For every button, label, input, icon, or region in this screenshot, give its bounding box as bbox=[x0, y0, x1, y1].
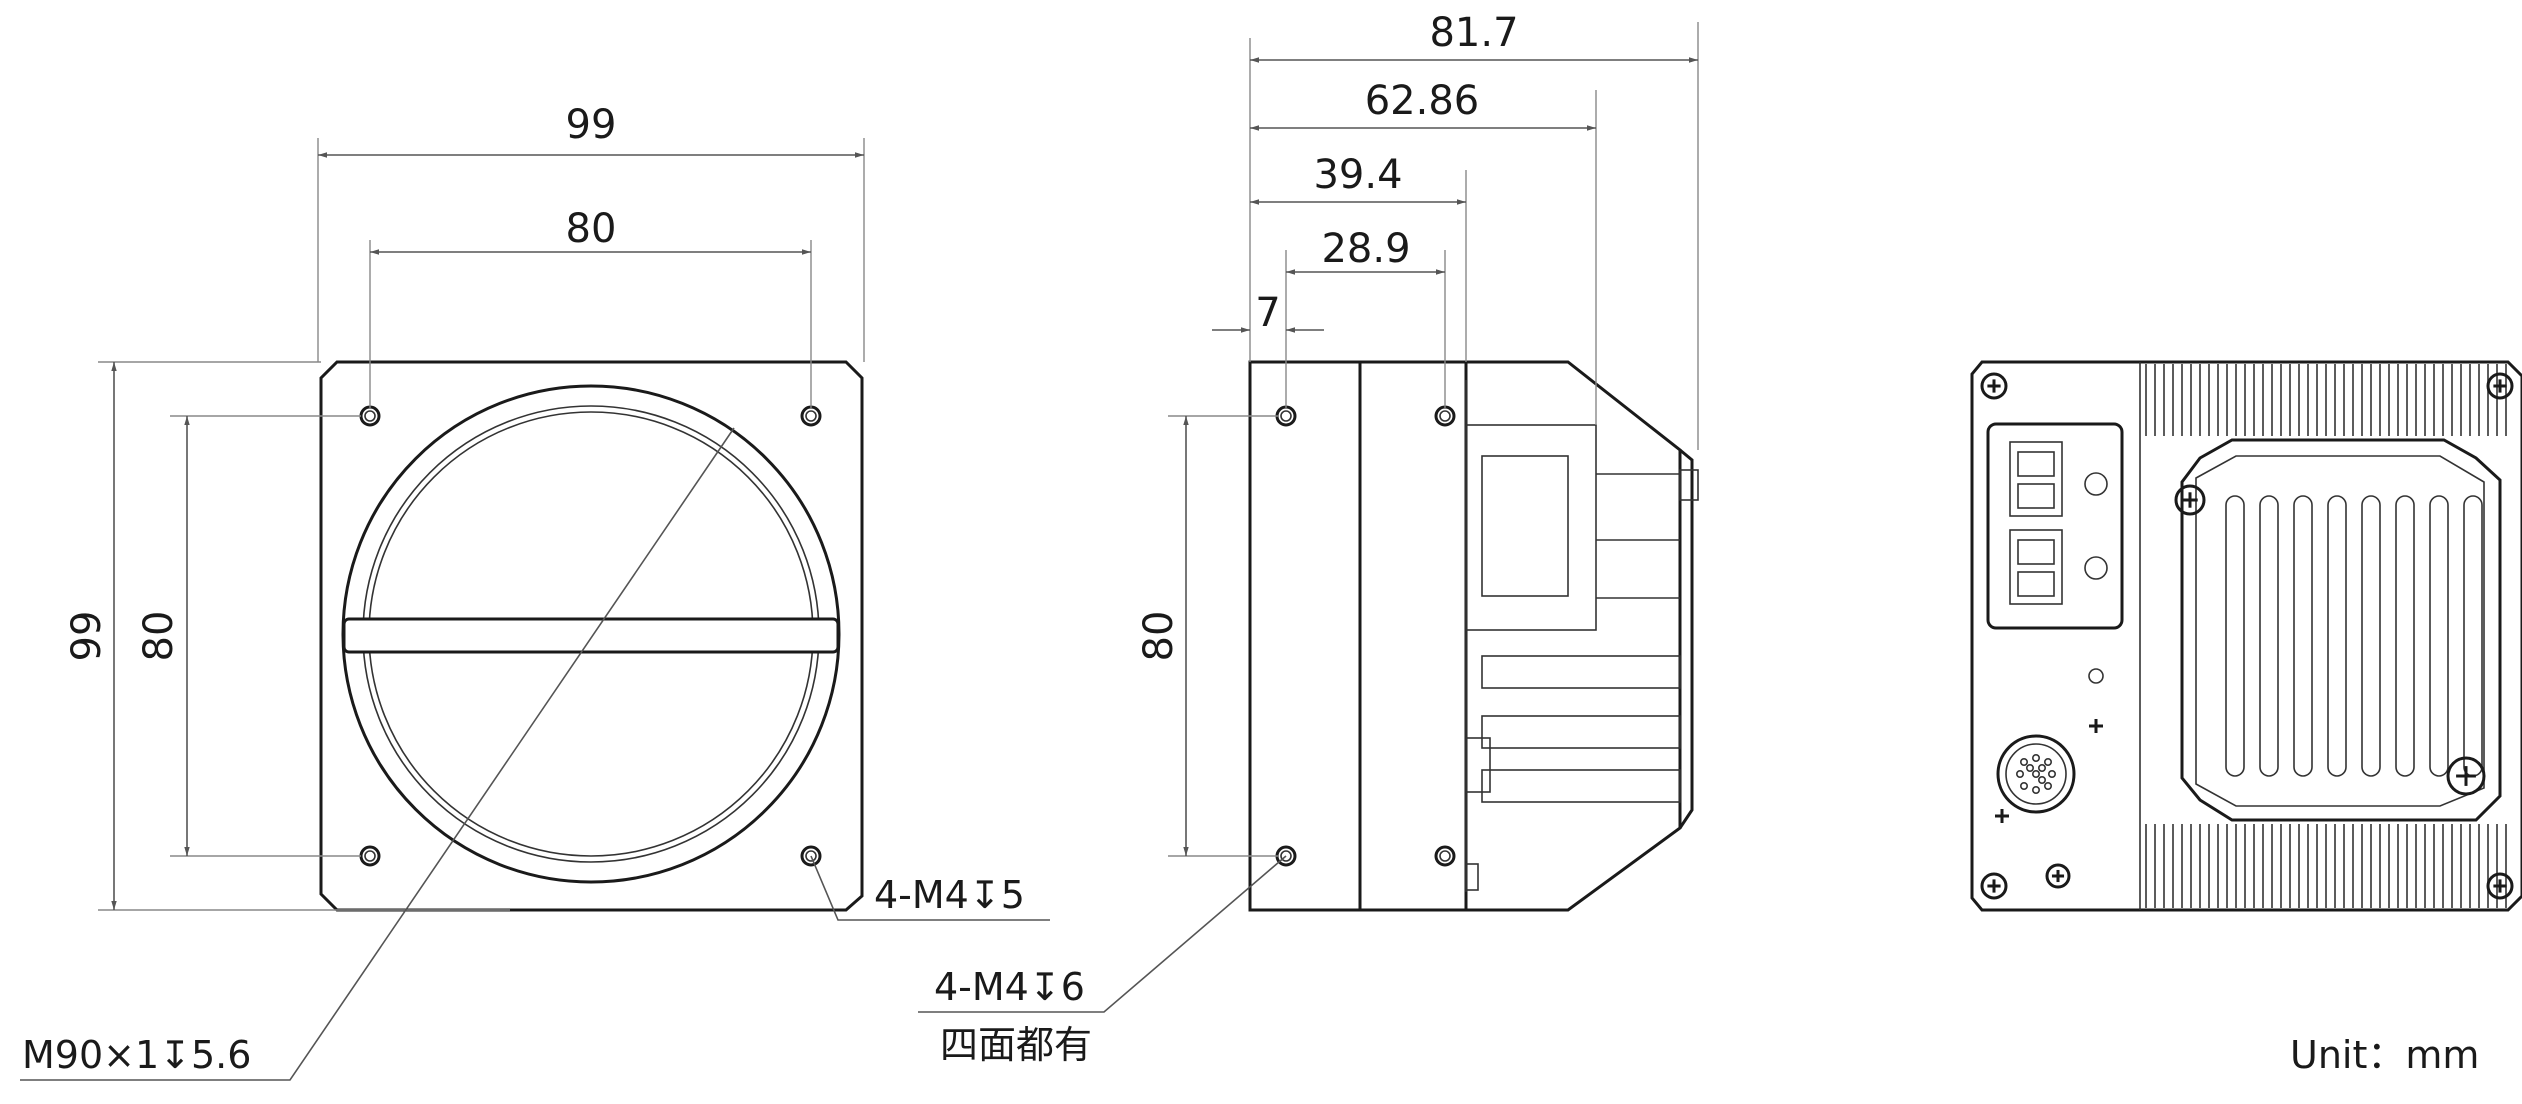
front-mount-leader bbox=[20, 427, 735, 1081]
rear-view bbox=[1970, 360, 2522, 912]
side-height-holes-label: 80 bbox=[1136, 611, 1182, 662]
rear-connector-panel bbox=[1986, 422, 2124, 630]
side-mid-body bbox=[1358, 360, 1468, 912]
side-front-plate bbox=[1248, 360, 1362, 912]
side-hole-leader bbox=[918, 855, 1287, 1013]
front-width-holes-label: 80 bbox=[566, 206, 617, 252]
rear-heatsink-frame bbox=[2180, 438, 2502, 822]
side-rear-flange bbox=[1678, 448, 1694, 829]
rear-port-bottom bbox=[2009, 529, 2063, 605]
rear-cooling-fins bbox=[2139, 362, 2507, 910]
side-view: 81.7 62.86 39.4 28.9 7 80 4-M4↧6 四面都有 bbox=[918, 10, 1699, 1067]
rear-power-connector-icon bbox=[1996, 734, 2076, 814]
front-view: 99 80 99 80 4-M4↧5 M90×1↧5.6 bbox=[20, 102, 1050, 1081]
front-cap-bar bbox=[342, 617, 840, 654]
side-hole-note-sub: 四面都有 bbox=[940, 1023, 1092, 1067]
side-length-3-label: 39.4 bbox=[1313, 152, 1402, 198]
side-offset-label: 7 bbox=[1255, 290, 1280, 336]
side-length-4-label: 28.9 bbox=[1321, 226, 1410, 272]
side-length-overall-label: 81.7 bbox=[1429, 10, 1518, 56]
rear-grille-slots bbox=[2225, 495, 2483, 777]
front-width-overall-label: 99 bbox=[566, 102, 617, 148]
unit-label: Unit：mm bbox=[2290, 1033, 2479, 1077]
side-connector-tab bbox=[1465, 737, 1491, 793]
front-hole-leader bbox=[810, 855, 1050, 921]
front-mount-note: M90×1↧5.6 bbox=[22, 1033, 251, 1077]
rear-body-outline bbox=[1970, 360, 2522, 912]
rear-port-top bbox=[2009, 441, 2063, 517]
front-height-overall-label: 99 bbox=[64, 611, 110, 662]
rear-screw-icons bbox=[1980, 372, 2514, 900]
side-window bbox=[1481, 455, 1569, 597]
rear-led-top bbox=[2084, 472, 2108, 496]
front-height-holes-label: 80 bbox=[136, 611, 182, 662]
side-length-2-label: 62.86 bbox=[1365, 78, 1480, 124]
rear-led-bottom bbox=[2084, 556, 2108, 580]
side-mounting-holes bbox=[1275, 405, 1456, 867]
side-rear-housing bbox=[1464, 360, 1682, 912]
front-hole-note: 4-M4↧5 bbox=[874, 873, 1025, 917]
side-hole-note: 4-M4↧6 bbox=[934, 965, 1085, 1009]
front-body-outline bbox=[319, 360, 864, 912]
side-rear-block bbox=[1465, 424, 1597, 631]
